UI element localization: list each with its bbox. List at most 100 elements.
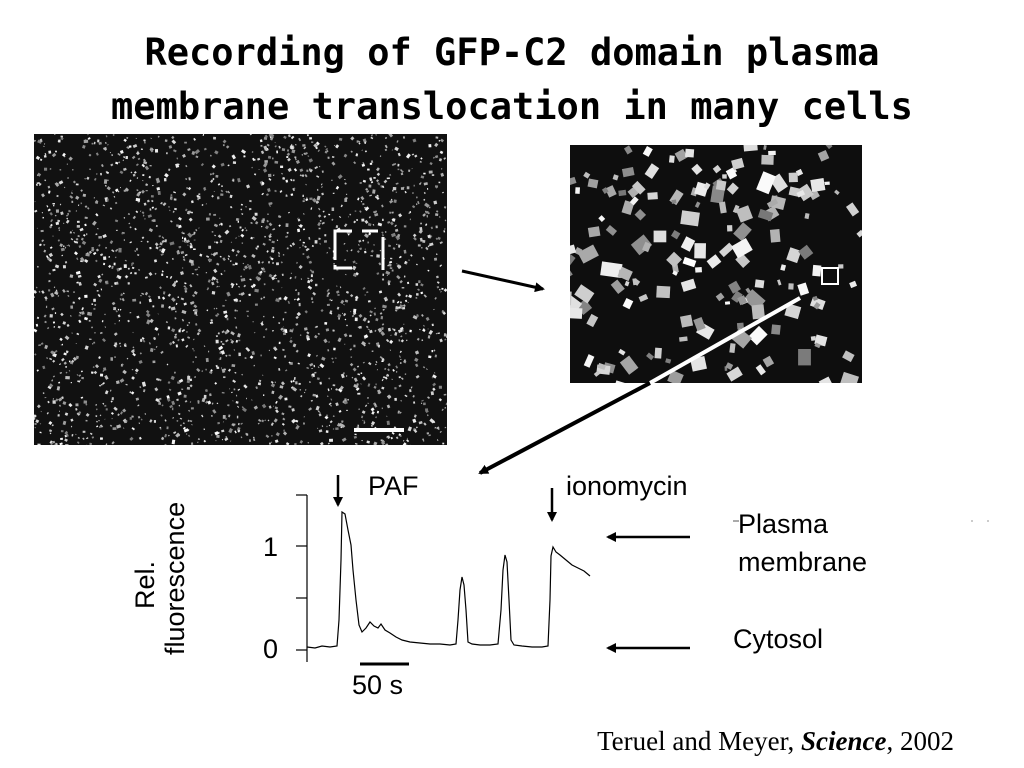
speckle: [370, 160, 374, 164]
speckle: [834, 189, 840, 196]
speckle: [407, 426, 412, 432]
speckle: [818, 376, 834, 383]
speckle: [386, 420, 390, 426]
speckle: [419, 160, 422, 163]
speckle: [412, 315, 418, 320]
speckle: [235, 339, 239, 343]
speckle: [406, 437, 408, 439]
speckle: [183, 302, 187, 306]
speckle: [330, 299, 333, 302]
speckle: [312, 291, 317, 296]
speckle: [116, 274, 122, 280]
speckle: [409, 329, 412, 333]
speckle: [396, 243, 398, 245]
speckle: [102, 234, 107, 239]
speckle: [381, 278, 385, 281]
speckle: [412, 138, 417, 143]
speckle: [192, 338, 195, 341]
speckle: [727, 225, 733, 232]
speckle: [394, 228, 399, 233]
speckle: [111, 441, 115, 445]
speckle: [149, 165, 152, 167]
speckle: [395, 235, 401, 241]
speckle: [398, 355, 401, 358]
speckle: [119, 308, 122, 311]
speckle: [305, 247, 310, 252]
speckle: [58, 397, 63, 402]
speckle: [47, 208, 51, 212]
speckle: [246, 310, 249, 313]
speckle: [355, 272, 359, 276]
speckle: [99, 384, 102, 387]
speckle: [209, 321, 214, 325]
speckle: [93, 370, 98, 375]
speckle: [128, 145, 132, 148]
speckle: [52, 440, 56, 444]
speckle: [69, 195, 74, 199]
speckle: [290, 380, 293, 383]
speckle: [258, 418, 262, 423]
speckle: [103, 256, 107, 261]
speckle: [213, 213, 217, 216]
speckle: [198, 227, 200, 229]
speckle: [364, 250, 367, 254]
speckle: [266, 143, 270, 147]
speckle: [431, 323, 434, 327]
speckle: [158, 245, 161, 248]
speckle: [396, 263, 398, 265]
citation-journal: Science: [801, 726, 887, 756]
speckle: [42, 365, 46, 370]
speckle: [788, 172, 798, 183]
speckle: [119, 378, 125, 383]
speckle: [142, 158, 147, 162]
speckle: [586, 313, 599, 328]
speckle: [810, 178, 826, 193]
speckle: [288, 405, 292, 408]
speckle: [76, 196, 79, 199]
speckle: [397, 233, 401, 238]
speckle: [261, 267, 263, 270]
stimulus-ionomycin-label: ionomycin: [566, 471, 688, 501]
speckle: [175, 302, 178, 305]
speckle: [95, 259, 98, 263]
speckle: [298, 264, 303, 270]
speckle: [89, 432, 93, 436]
speckle: [283, 355, 287, 358]
speckle: [350, 311, 352, 313]
speckle: [425, 316, 430, 322]
speckle: [221, 391, 225, 394]
speckle: [335, 144, 340, 149]
speckle: [351, 265, 357, 271]
speckle: [353, 220, 357, 224]
speckle: [112, 427, 117, 430]
speckle: [288, 211, 290, 214]
speckle: [220, 340, 223, 343]
speckle: [373, 244, 375, 246]
speckle: [364, 233, 370, 239]
speckle: [216, 366, 220, 370]
speckle: [254, 288, 259, 293]
speckle: [409, 218, 411, 221]
speckle: [370, 420, 376, 426]
speckle: [253, 331, 256, 334]
speckle: [66, 217, 69, 220]
speckle: [612, 380, 629, 383]
speckle: [221, 343, 225, 346]
speckle: [341, 437, 347, 442]
speckle: [356, 140, 359, 143]
speckle: [77, 274, 82, 278]
speckle: [768, 150, 776, 156]
speckle: [346, 324, 349, 327]
speckle: [397, 292, 400, 295]
speckle: [390, 198, 393, 201]
speckle: [231, 154, 236, 160]
speckle: [272, 157, 274, 160]
speckle: [231, 363, 236, 368]
speckle: [742, 145, 758, 152]
speckle: [376, 254, 380, 258]
speckle: [271, 276, 276, 281]
speckle: [188, 321, 191, 324]
speckle: [135, 397, 140, 401]
speckle: [62, 289, 66, 293]
speckle: [374, 307, 376, 310]
